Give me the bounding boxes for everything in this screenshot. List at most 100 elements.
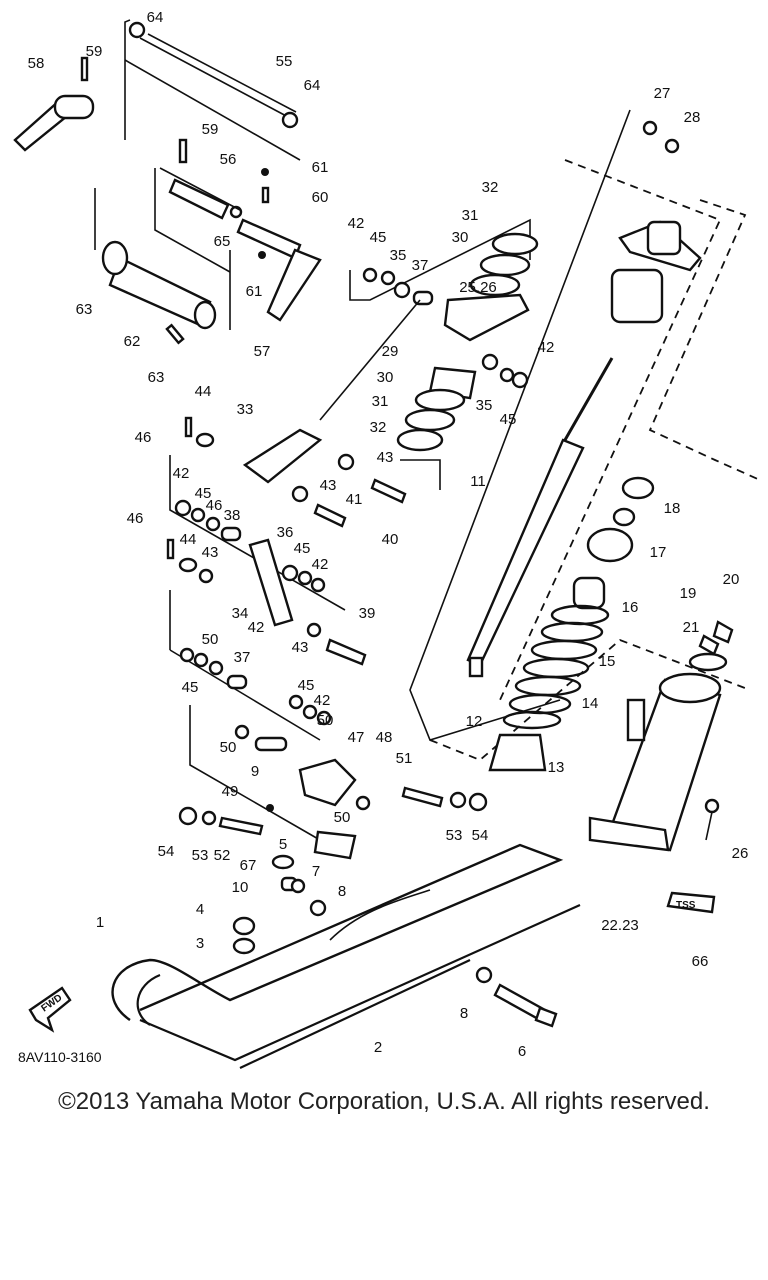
washer-53a [449, 791, 467, 809]
callout-41: 41 [346, 491, 363, 508]
callout-38: 38 [224, 507, 241, 524]
bumper-18 [621, 476, 655, 500]
callout-46: 46 [206, 497, 223, 514]
retainer-13 [488, 733, 547, 772]
callout-17: 17 [650, 544, 667, 561]
callout-31: 31 [372, 393, 389, 410]
collar-15 [572, 576, 606, 610]
callout-58: 58 [28, 55, 45, 72]
callout-45: 45 [182, 679, 199, 696]
bolt-43a [337, 453, 355, 471]
callout-37: 37 [412, 257, 429, 274]
washer-45f [302, 704, 318, 720]
callout-64: 64 [147, 9, 164, 26]
clip-63-top [101, 240, 129, 276]
bushing-64-right [281, 111, 299, 129]
callout-45: 45 [500, 411, 517, 428]
pin-49 [266, 804, 274, 812]
nut-28 [664, 138, 680, 154]
callout-21: 21 [683, 619, 700, 636]
seal-32b [396, 428, 444, 452]
callout-14: 14 [582, 695, 599, 712]
arm-57 [266, 248, 322, 322]
callout-54: 54 [472, 827, 489, 844]
pin-60 [261, 186, 270, 204]
seat-16 [586, 527, 634, 563]
callout-37: 37 [234, 649, 251, 666]
washer-53b [201, 810, 217, 826]
ski-1 [111, 843, 581, 1069]
rod-55 [139, 37, 291, 119]
callout-30: 30 [377, 369, 394, 386]
callout-63: 63 [76, 301, 93, 318]
pin-59 [80, 56, 89, 82]
callout-45: 45 [370, 229, 387, 246]
callout-62: 62 [124, 333, 141, 350]
collar-36 [281, 564, 299, 582]
pin-46b [205, 516, 221, 532]
callout-26: 26 [732, 845, 749, 862]
callout-48: 48 [376, 729, 393, 746]
tss-label-plate [666, 891, 716, 914]
pin-46a [184, 416, 193, 438]
callout-20: 20 [723, 571, 740, 588]
callout-51: 51 [396, 750, 413, 767]
arm-58 [13, 56, 95, 152]
callout-59: 59 [86, 43, 103, 60]
callout-11: 11 [470, 473, 486, 490]
callout-61: 61 [246, 283, 263, 300]
bolt-51 [401, 786, 444, 808]
callout-46: 46 [135, 429, 152, 446]
callout-66: 66 [692, 953, 709, 970]
bolt-52 [218, 816, 264, 836]
bushing-42c [174, 499, 192, 517]
callout-43: 43 [377, 449, 394, 466]
callout-59: 59 [202, 121, 219, 138]
callout-19: 19 [680, 585, 697, 602]
callout-45: 45 [294, 540, 311, 557]
nut-8b [475, 966, 493, 984]
bushing-30b [414, 388, 466, 412]
pin-37a [412, 290, 434, 306]
callout-63: 63 [148, 369, 165, 386]
washer-45a [380, 270, 396, 286]
callout-31: 31 [462, 207, 479, 224]
callout-61: 61 [312, 159, 329, 176]
callout-43: 43 [320, 477, 337, 494]
bushing-30a [469, 273, 521, 297]
callout-40: 40 [382, 531, 399, 548]
washer-50d [355, 795, 371, 811]
cap-19 [698, 634, 720, 656]
washer-21 [688, 652, 728, 672]
callout-22.23: 22.23 [601, 917, 639, 934]
washer-45d [297, 570, 313, 586]
callout-44: 44 [180, 531, 197, 548]
callout-53: 53 [192, 847, 209, 864]
callout-6: 6 [518, 1043, 526, 1060]
washer-45b [499, 367, 515, 383]
callout-15: 15 [599, 653, 616, 670]
washer-45c [190, 507, 206, 523]
bolt-43d [306, 622, 322, 638]
bolt-40 [370, 478, 407, 504]
ring-67 [271, 854, 295, 870]
pin-46c [166, 538, 175, 560]
callout-8: 8 [460, 1005, 468, 1022]
callout-32: 32 [482, 179, 499, 196]
bracket-47-48 [298, 758, 357, 807]
callout-33: 33 [237, 401, 254, 418]
callout-42: 42 [348, 215, 365, 232]
washer-3 [232, 937, 256, 955]
callout-50: 50 [334, 809, 351, 826]
copyright-notice: ©2013 Yamaha Motor Corporation, U.S.A. A… [58, 1088, 710, 1115]
washer-50b [288, 694, 304, 710]
bushing-42f [316, 710, 332, 726]
callout-54: 54 [158, 843, 175, 860]
callout-50: 50 [202, 631, 219, 648]
callout-56: 56 [220, 151, 237, 168]
seal-32a [491, 232, 539, 256]
ball-61 [261, 168, 269, 176]
housing-62 [94, 188, 231, 345]
callout-10: 10 [232, 879, 249, 896]
callout-53: 53 [446, 827, 463, 844]
